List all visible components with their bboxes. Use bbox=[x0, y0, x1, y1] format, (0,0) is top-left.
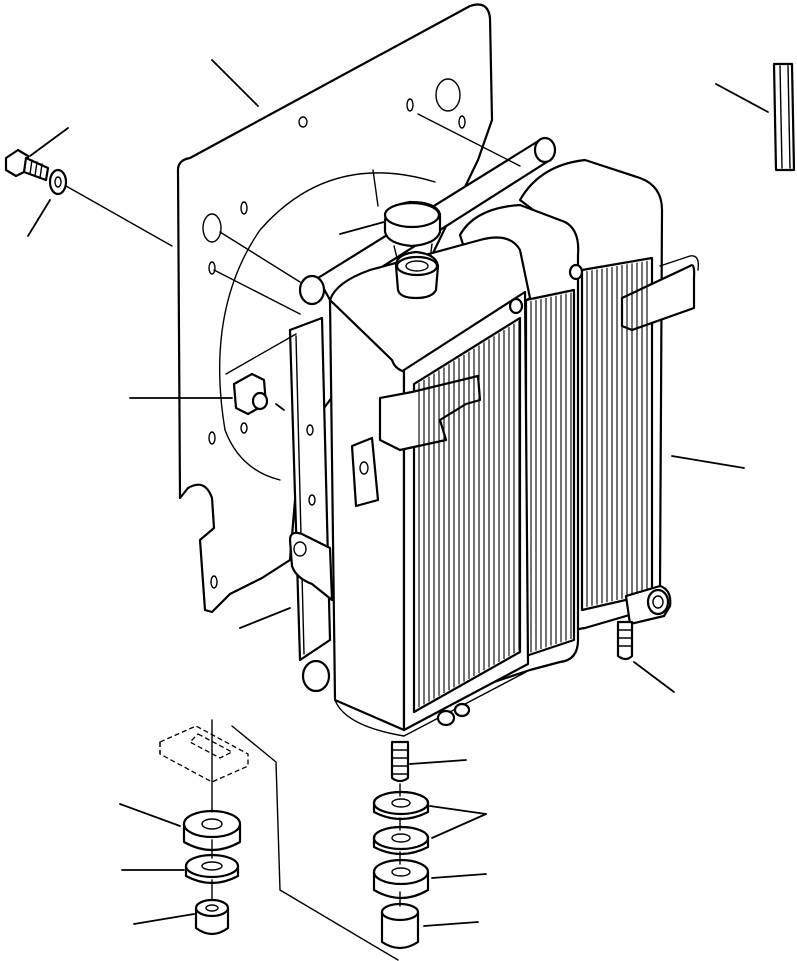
leader-line bbox=[431, 813, 487, 839]
leader-line bbox=[339, 221, 385, 235]
leader-line bbox=[239, 607, 291, 629]
leader-line bbox=[133, 913, 195, 925]
mount-bracket-reference bbox=[159, 725, 249, 783]
bolt bbox=[4, 148, 50, 182]
leader-line bbox=[671, 455, 745, 469]
washer bbox=[48, 168, 68, 196]
plate-hole bbox=[435, 78, 461, 112]
fan-ring-arc bbox=[218, 172, 436, 481]
isolator-stack-left bbox=[182, 809, 242, 936]
radiator-top-tank bbox=[328, 236, 532, 374]
plate-hole bbox=[202, 213, 222, 243]
isolator-stack-center bbox=[372, 790, 430, 950]
callout-leaders bbox=[27, 59, 769, 927]
filler-neck bbox=[394, 250, 440, 300]
radiator-strap-bracket bbox=[378, 374, 482, 452]
leader-line bbox=[27, 199, 51, 237]
aux-cooler-fins bbox=[586, 260, 648, 607]
radiator-fins bbox=[418, 320, 520, 708]
leader-line bbox=[211, 59, 259, 107]
tank-studs bbox=[508, 263, 584, 315]
leader-line bbox=[715, 83, 769, 113]
rod-part bbox=[772, 62, 796, 172]
leader-line bbox=[431, 873, 487, 879]
leader-line bbox=[29, 127, 69, 157]
leader-line bbox=[409, 759, 467, 765]
leader-line bbox=[633, 661, 675, 693]
lower-fittings bbox=[301, 584, 672, 727]
mounting-stud-center bbox=[390, 740, 410, 783]
sensor-connector bbox=[232, 372, 285, 416]
leader-line bbox=[119, 803, 181, 827]
side-seal-strip bbox=[288, 316, 334, 662]
oil-cooler-fins bbox=[530, 292, 572, 653]
assembly-reference-lines bbox=[65, 113, 521, 961]
leader-line bbox=[429, 805, 487, 815]
side-bracket-tab bbox=[288, 531, 334, 602]
radiator-cap bbox=[383, 200, 442, 263]
leader-line bbox=[423, 921, 479, 927]
mounting-stud-right bbox=[616, 620, 634, 661]
